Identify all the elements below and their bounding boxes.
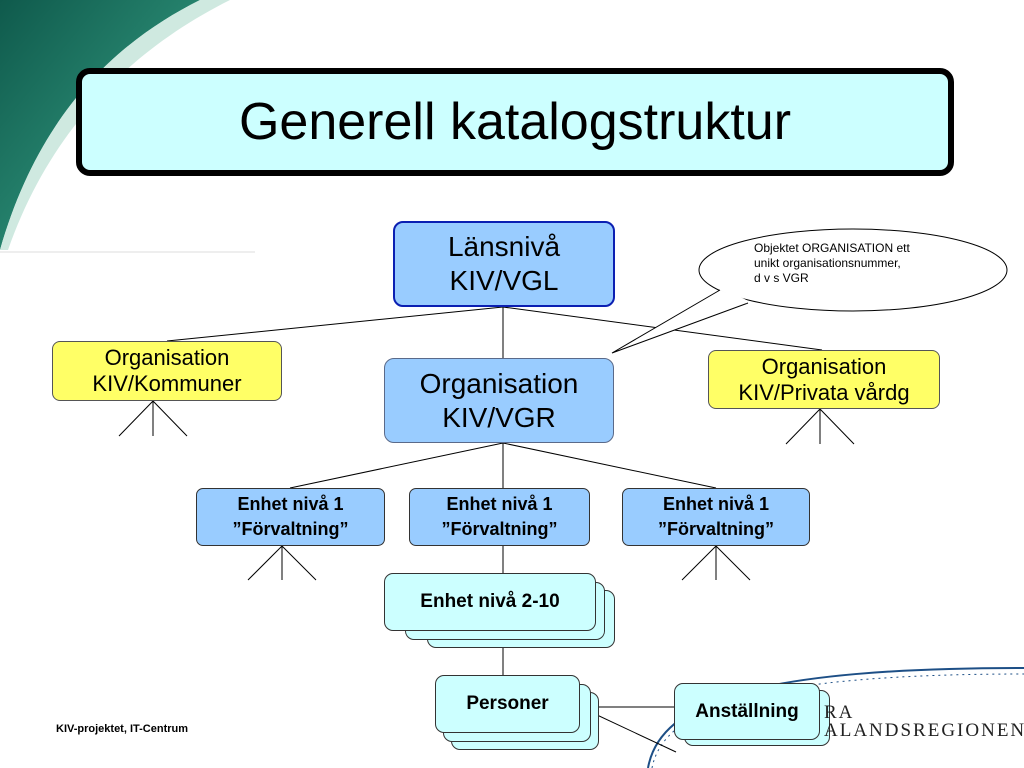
node-org-vgr-label: Organisation KIV/VGR xyxy=(419,367,579,433)
node-lansniva-label: Länsnivå KIV/VGL xyxy=(447,231,561,296)
node-org-privata: Organisation KIV/Privata vårdg xyxy=(708,350,940,409)
node-enhet1-left: Enhet nivå 1 ”Förvaltning” xyxy=(196,488,385,546)
node-enhet1-middle-label: Enhet nivå 1 ”Förvaltning” xyxy=(441,494,558,539)
node-enhet1-left-label: Enhet nivå 1 ”Förvaltning” xyxy=(232,494,349,539)
node-org-kommuner-label: Organisation KIV/Kommuner xyxy=(92,345,242,396)
node-enhet2-10: Enhet nivå 2-10 xyxy=(384,573,596,631)
node-personer-label: Personer xyxy=(466,693,549,714)
page-title: Generell katalogstruktur xyxy=(238,93,792,151)
footer-text: KIV-projektet, IT-Centrum xyxy=(56,723,189,735)
node-personer: Personer xyxy=(435,675,580,733)
logo-line1: RA xyxy=(824,702,855,723)
node-anstallning-label: Anställning xyxy=(695,700,799,722)
callout-pointer xyxy=(611,289,749,354)
node-anstallning: Anställning xyxy=(674,683,820,740)
node-enhet1-right-label: Enhet nivå 1 ”Förvaltning” xyxy=(658,494,774,539)
corner-swoosh xyxy=(0,0,200,250)
logo-line2: ALANDSREGIONEN xyxy=(824,720,1024,741)
node-org-vgr: Organisation KIV/VGR xyxy=(384,358,614,443)
title-box: Generell katalogstruktur xyxy=(76,68,954,176)
callout-bubble xyxy=(698,228,1008,312)
node-org-kommuner: Organisation KIV/Kommuner xyxy=(52,341,282,401)
node-lansniva: Länsnivå KIV/VGL xyxy=(393,221,615,307)
node-enhet1-middle: Enhet nivå 1 ”Förvaltning” xyxy=(409,488,590,546)
node-org-privata-label: Organisation KIV/Privata vårdg xyxy=(738,353,910,405)
logo-arc-dots xyxy=(651,673,1024,768)
node-enhet2-10-label: Enhet nivå 2-10 xyxy=(420,591,560,612)
callout-text: Objektet ORGANISATION ett unikt organisa… xyxy=(754,241,910,285)
node-enhet1-right: Enhet nivå 1 ”Förvaltning” xyxy=(622,488,810,546)
